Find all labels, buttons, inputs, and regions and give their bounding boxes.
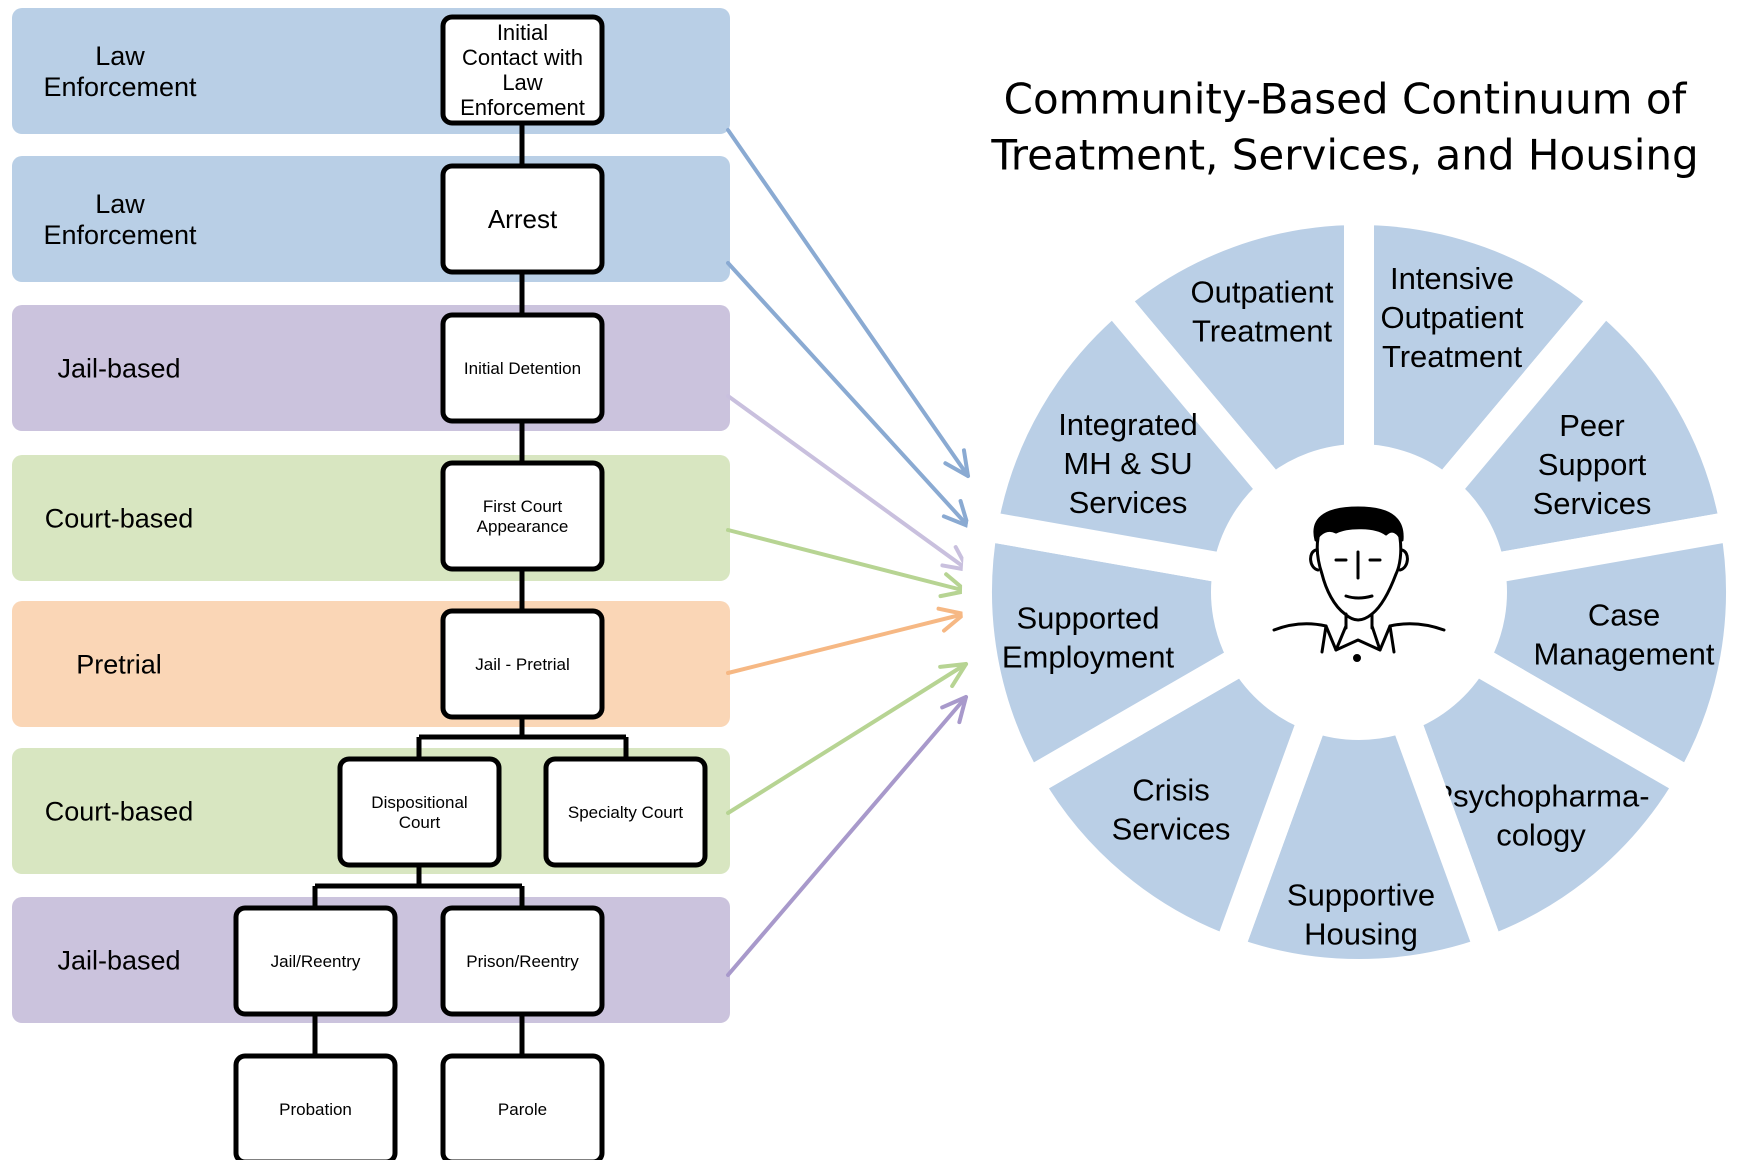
wheel-wedge xyxy=(1423,278,1739,587)
band-label: Jail-based xyxy=(57,945,180,975)
node-box xyxy=(440,1053,605,1160)
wheel-wedge xyxy=(1453,509,1739,804)
connector-line xyxy=(312,865,525,908)
node-box xyxy=(233,1053,398,1160)
arrow xyxy=(726,662,968,815)
arrowhead xyxy=(938,662,968,689)
node-jail-pretrial: Jail - Pretrial xyxy=(440,608,605,720)
node-box xyxy=(440,163,605,275)
arrow xyxy=(726,695,968,977)
band-pretrial: Pretrial xyxy=(12,601,730,727)
node-label: Prison/Reentry xyxy=(466,952,579,971)
wheel-segment-label: Psychopharma-cology xyxy=(1432,778,1649,852)
band-label: Court-based xyxy=(45,796,194,826)
node-jail-reentry: Jail/Reentry xyxy=(233,905,398,1017)
flow-connectors xyxy=(312,123,629,1056)
node-box xyxy=(440,312,605,424)
node-label: Probation xyxy=(279,1100,352,1119)
arrowhead xyxy=(943,448,970,478)
node-specialty-court: Specialty Court xyxy=(543,756,708,868)
node-label: Jail/Reentry xyxy=(271,952,361,971)
person-icon xyxy=(1272,506,1446,662)
arrow xyxy=(726,606,966,675)
node-box xyxy=(233,905,398,1017)
node-prison-reentry: Prison/Reentry xyxy=(440,905,605,1017)
band-label: Jail-based xyxy=(57,353,180,383)
node-label: Specialty Court xyxy=(568,803,684,822)
node-box xyxy=(543,756,708,868)
node-label: Initial Detention xyxy=(464,359,581,378)
connector-line xyxy=(312,1014,525,1056)
band-jail-based: Jail-based xyxy=(12,305,730,431)
arrowhead xyxy=(940,695,968,725)
band-label: Court-based xyxy=(45,503,194,533)
band-label: Pretrial xyxy=(76,649,162,679)
node-initial-detention: Initial Detention xyxy=(440,312,605,424)
node-box xyxy=(440,905,605,1017)
band-court-based: Court-based xyxy=(12,455,730,581)
arrow xyxy=(726,128,970,478)
node-label: Jail - Pretrial xyxy=(475,655,569,674)
wheel-wedge xyxy=(1344,194,1626,512)
arrow xyxy=(726,528,968,599)
wheel-wedge xyxy=(962,508,1265,804)
node-label: Arrest xyxy=(488,204,558,234)
service-arrows xyxy=(726,128,970,977)
node-box xyxy=(440,608,605,720)
node-label: Parole xyxy=(498,1100,547,1119)
connector-line xyxy=(416,717,629,759)
node-arrest: Arrest xyxy=(440,163,605,275)
wheel-wedge xyxy=(965,278,1295,587)
wheel-wedge xyxy=(1092,194,1374,512)
node-box xyxy=(337,756,502,868)
node-parole: Parole xyxy=(440,1053,605,1160)
wheel-wedge xyxy=(1007,638,1333,971)
node-box xyxy=(440,14,605,126)
node-probation: Probation xyxy=(233,1053,398,1160)
node-box xyxy=(440,460,605,572)
